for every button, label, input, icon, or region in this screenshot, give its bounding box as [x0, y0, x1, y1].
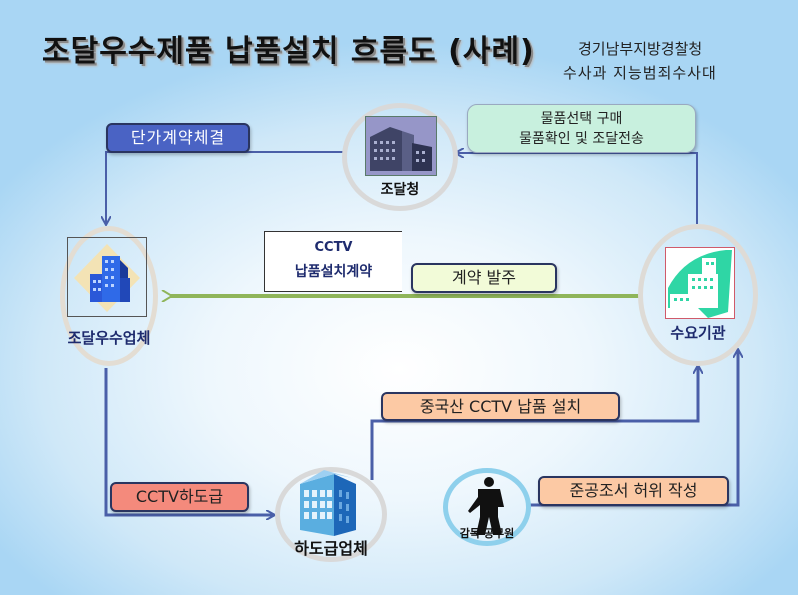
- flow-chinese-cctv-install: 중국산 CCTV 납품 설치: [381, 392, 620, 421]
- page-title: 조달우수제품 납품설치 흐름도 (사례): [42, 34, 535, 69]
- arrow-product-select: [456, 153, 698, 224]
- node-supervisor[interactable]: 감독 공무원: [443, 468, 531, 546]
- green-building-icon: [665, 247, 735, 319]
- blue-tower-icon: [294, 466, 364, 538]
- office-building-icon: [365, 116, 437, 176]
- node-label: 조달우수업체: [67, 329, 151, 347]
- arrow-unit-price-contract: [106, 151, 345, 224]
- arrow-chinese-cctv-install: [370, 366, 698, 480]
- node-label: 하도급업체: [294, 539, 368, 558]
- blue-buildings-icon: [67, 237, 147, 317]
- flow-product-select: 물품선택 구매 물품확인 및 조달전송: [467, 104, 696, 153]
- org-line-2: 수사과 지능범죄수사대: [563, 64, 717, 82]
- person-silhouette-icon: [468, 477, 508, 535]
- flow-product-select-line2: 물품확인 및 조달전송: [519, 131, 644, 147]
- node-procurement-service[interactable]: 조달청: [342, 103, 458, 211]
- node-label: 조달청: [380, 182, 420, 198]
- flow-cctv-contract-line2: 납품설치계약: [294, 264, 373, 280]
- flow-cctv-subcontract: CCTV하도급: [110, 482, 249, 512]
- flow-cctv-contract: CCTV 납품설치계약: [264, 231, 402, 292]
- node-demand-agency[interactable]: 수요기관: [638, 224, 758, 366]
- flow-product-select-line1: 물품선택 구매: [540, 111, 623, 127]
- flow-cctv-contract-line1: CCTV: [314, 240, 353, 255]
- node-subcontractor[interactable]: 하도급업체: [275, 467, 387, 562]
- org-line-1: 경기남부지방경찰청: [578, 40, 703, 58]
- flow-false-completion-report: 준공조서 허위 작성: [538, 476, 729, 506]
- node-label: 수요기관: [670, 324, 726, 342]
- flow-unit-price-contract: 단가계약체결: [106, 123, 250, 153]
- node-excellent-vendor[interactable]: 조달우수업체: [60, 226, 158, 366]
- node-label: 감독 공무원: [459, 527, 515, 540]
- flow-contract-order: 계약 발주: [411, 263, 557, 293]
- arrow-cctv-subcontract: [104, 368, 274, 515]
